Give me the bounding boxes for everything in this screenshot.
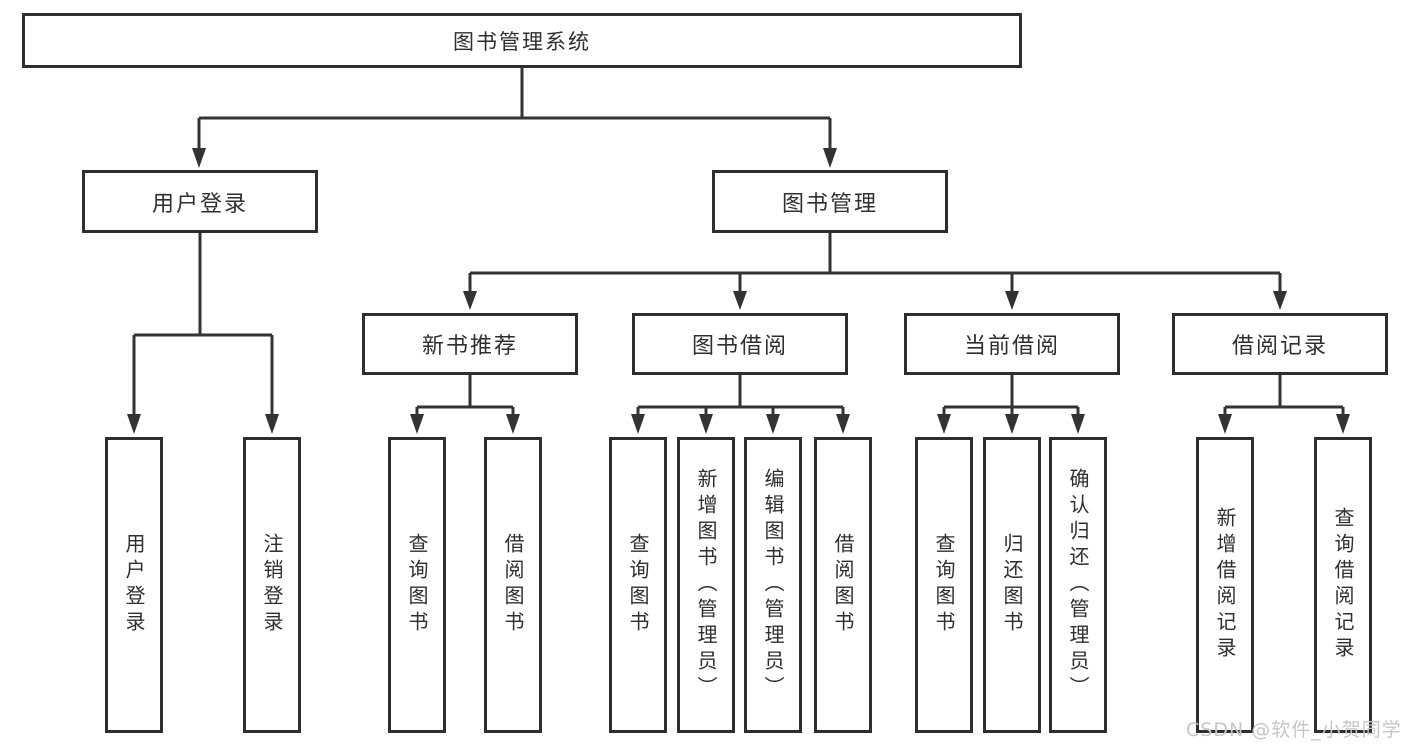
node-book-borrow: 图书借阅	[632, 313, 848, 375]
leaf-confirm-return-admin: 确认归还（管理员）	[1049, 437, 1107, 733]
node-label: 确认归还（管理员）	[1066, 468, 1090, 702]
leaf-add-borrow-record: 新增借阅记录	[1196, 437, 1254, 733]
connector-root-to-level1	[192, 68, 837, 168]
node-label: 图书借阅	[691, 334, 788, 359]
node-label: 注销登录	[260, 533, 284, 637]
leaf-edit-book-admin: 编辑图书（管理员）	[744, 437, 802, 733]
connector-user-login-to-children	[127, 233, 279, 434]
node-new-book-recommend: 新书推荐	[362, 313, 578, 375]
leaf-query-books-recommend: 查询图书	[388, 437, 446, 733]
node-library-management-system: 图书管理系统	[22, 13, 1022, 68]
node-label: 当前借阅	[963, 334, 1060, 359]
csdn-watermark: CSDN @软件_小贺同学	[1186, 719, 1402, 741]
node-label: 图书管理	[781, 191, 878, 217]
node-label: 图书管理系统	[453, 29, 591, 54]
node-label: 新书推荐	[421, 334, 518, 359]
node-label: 借阅图书	[501, 533, 525, 637]
leaf-add-book-admin: 新增图书（管理员）	[677, 437, 735, 733]
node-label: 新增借阅记录	[1213, 507, 1237, 663]
node-label: 查询图书	[932, 533, 956, 637]
node-label: 借阅图书	[831, 533, 855, 637]
leaf-logout: 注销登录	[243, 437, 301, 733]
leaf-query-borrow-record: 查询借阅记录	[1314, 437, 1372, 733]
node-label: 归还图书	[1000, 533, 1024, 637]
node-user-login: 用户登录	[82, 170, 318, 233]
node-label: 新增图书（管理员）	[694, 468, 718, 702]
node-label: 用户登录	[151, 191, 248, 217]
connector-book-borrow-to-children	[631, 375, 850, 434]
leaf-query-books-current: 查询图书	[915, 437, 973, 733]
node-label: 查询图书	[626, 533, 650, 637]
connector-current-borrow-to-children	[937, 375, 1085, 434]
leaf-return-books: 归还图书	[983, 437, 1041, 733]
node-label: 用户登录	[122, 533, 146, 637]
node-label: 编辑图书（管理员）	[761, 468, 785, 702]
node-label: 查询借阅记录	[1331, 507, 1355, 663]
connector-borrow-records-to-children	[1218, 375, 1350, 434]
connector-book-management-to-level2	[463, 233, 1287, 310]
node-label: 查询图书	[405, 533, 429, 637]
node-book-management: 图书管理	[712, 170, 948, 233]
node-borrow-records: 借阅记录	[1172, 313, 1388, 375]
connector-new-book-recommend-to-children	[410, 375, 520, 434]
node-current-borrow: 当前借阅	[904, 313, 1120, 375]
leaf-user-login: 用户登录	[105, 437, 163, 733]
leaf-borrow-books-recommend: 借阅图书	[484, 437, 542, 733]
node-label: 借阅记录	[1231, 334, 1328, 359]
leaf-borrow-books: 借阅图书	[814, 437, 872, 733]
leaf-query-books-borrow: 查询图书	[609, 437, 667, 733]
